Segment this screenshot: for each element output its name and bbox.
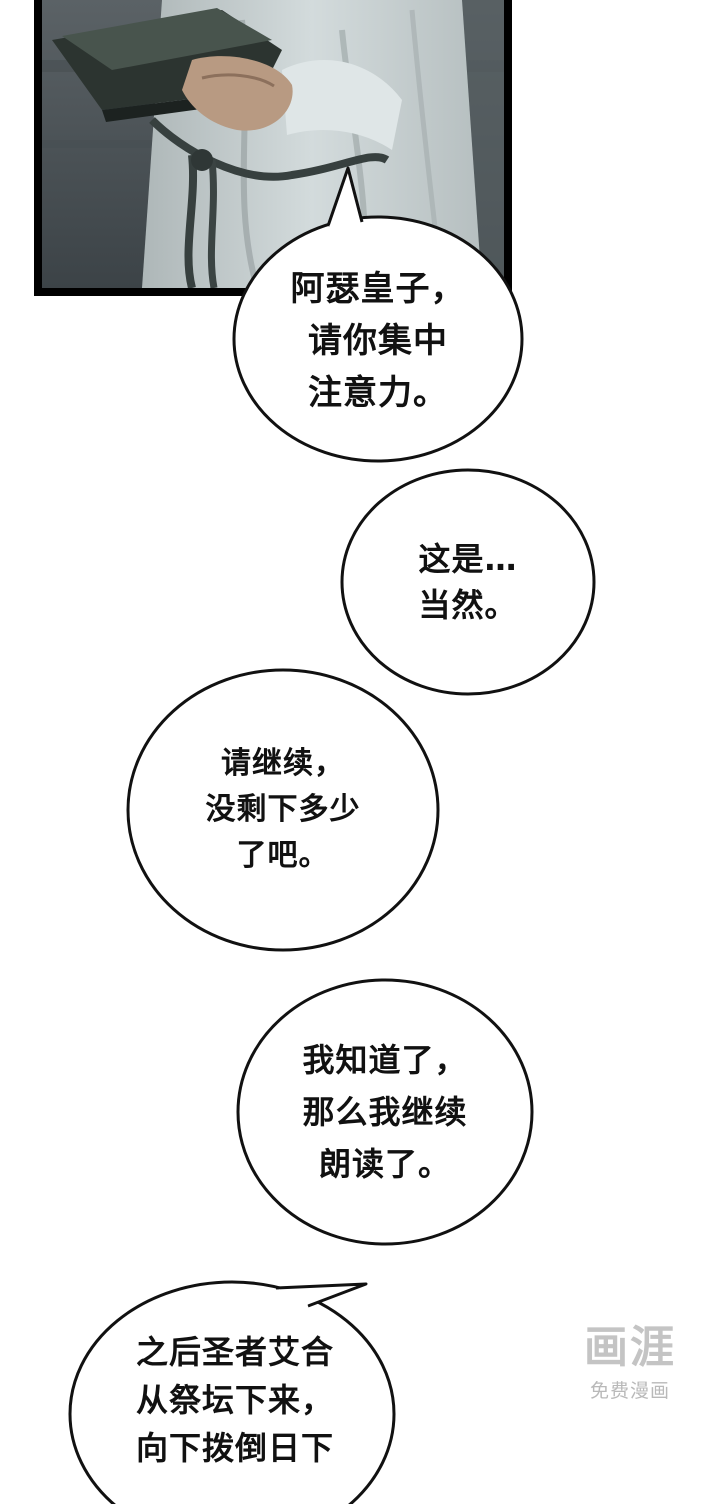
- speech-line: 阿瑟皇子，: [290, 269, 466, 309]
- speech-bubble-5: 之后圣者艾合 从祭坛下来， 向下拨倒日下: [66, 1264, 404, 1504]
- speech-line: 之后圣者艾合: [135, 1333, 334, 1371]
- priest-holding-book-illustration: [42, 0, 504, 288]
- speech-bubble-2-text: 这是… 当然。: [338, 466, 598, 698]
- speech-bubble-1: 阿瑟皇子， 请你集中 注意力。: [230, 164, 526, 464]
- speech-line: 注意力。: [308, 373, 448, 413]
- speech-line: 从祭坛下来，: [135, 1381, 334, 1419]
- speech-bubble-4: 我知道了， 那么我继续 朗读了。: [234, 976, 536, 1248]
- speech-bubble-3-text: 请继续， 没剩下多少 了吧。: [124, 666, 442, 954]
- watermark-subtitle: 免费漫画: [589, 1380, 670, 1402]
- watermark-logo: 画涯: [584, 1322, 676, 1373]
- speech-line: 朗读了。: [318, 1145, 451, 1183]
- speech-bubble-5-text: 之后圣者艾合 从祭坛下来， 向下拨倒日下: [66, 1264, 404, 1504]
- speech-line: 请你集中: [308, 321, 448, 361]
- speech-line: 我知道了，: [302, 1041, 468, 1079]
- speech-line: 这是…: [418, 540, 518, 578]
- speech-bubble-3: 请继续， 没剩下多少 了吧。: [124, 666, 442, 954]
- panel-illustration: [42, 0, 504, 288]
- speech-bubble-1-text: 阿瑟皇子， 请你集中 注意力。: [230, 164, 526, 464]
- speech-line: 了吧。: [236, 838, 330, 873]
- speech-bubble-1-shape: [232, 166, 524, 463]
- speech-line: 那么我继续: [302, 1093, 468, 1131]
- speech-bubble-3-shape: [126, 668, 440, 952]
- speech-line: 请继续，: [221, 746, 345, 781]
- watermark: 画涯 免费漫画: [564, 1318, 696, 1418]
- speech-line: 向下拨倒日下: [135, 1429, 334, 1467]
- speech-line: 当然。: [418, 586, 518, 624]
- speech-bubble-2: 这是… 当然。: [338, 466, 598, 698]
- comic-panel: [34, 0, 512, 296]
- speech-bubble-4-text: 我知道了， 那么我继续 朗读了。: [234, 976, 536, 1248]
- speech-bubble-4-shape: [236, 978, 534, 1246]
- speech-line: 没剩下多少: [205, 792, 361, 827]
- speech-bubble-2-shape: [340, 468, 596, 696]
